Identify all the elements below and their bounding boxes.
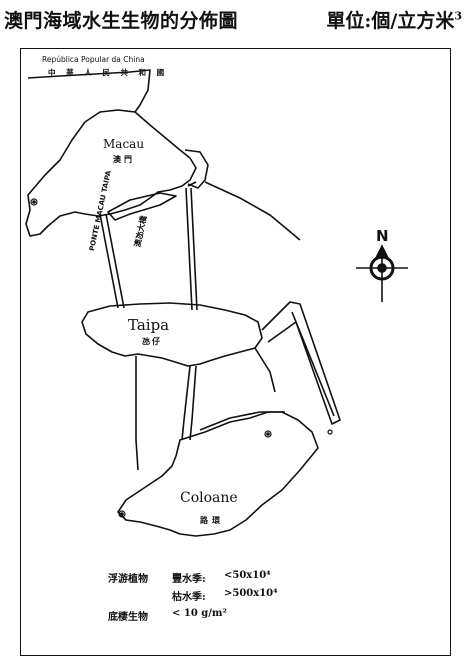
runway-inner	[291, 311, 335, 417]
taipa-label-cn: 氹仔	[142, 336, 162, 346]
coloane-label-cn: 路環	[200, 515, 224, 525]
bridge-east-2	[190, 187, 198, 311]
compass-icon	[356, 244, 408, 302]
macau-north-extension	[187, 181, 197, 187]
islet-east	[327, 429, 333, 435]
legend-wet-season: 豐水季:	[172, 574, 206, 585]
causeway-west	[135, 356, 139, 471]
unit-label: 單位:個/立方米3	[326, 9, 462, 32]
coloane-north-coast	[199, 411, 285, 431]
causeway-east	[181, 365, 191, 441]
map-frame	[20, 48, 451, 656]
macau-label-cn: 澳門	[113, 154, 135, 164]
legend-dry-season: 枯水季:	[172, 592, 206, 603]
causeway-east-2	[189, 365, 197, 441]
legend-phytoplankton: 浮游植物	[108, 574, 148, 585]
marker-macau	[30, 198, 38, 206]
marker-coloane-north	[264, 430, 272, 438]
map-title: 澳門海域水生生物的分佈圖	[4, 10, 239, 32]
airport-runway	[261, 301, 341, 425]
macau-reclaim	[184, 149, 209, 189]
macau-label: Macau	[103, 137, 145, 151]
taipa-link	[254, 347, 276, 393]
bridge-east	[185, 187, 193, 311]
legend-wet-value: <50x10⁴	[224, 570, 271, 581]
legend-benthos: 底棲生物	[108, 612, 148, 623]
macau-pier	[107, 192, 177, 221]
mainland-coast	[27, 69, 151, 113]
coloane-label: Coloane	[180, 490, 238, 506]
taipa-outline	[81, 302, 263, 367]
bridge-west-2	[105, 213, 125, 309]
country-label-cn: 中 華 人 民 共 和 國	[48, 68, 169, 77]
marker-coloane-west	[118, 510, 126, 518]
outer-harbour-line	[204, 181, 301, 241]
country-label-en: República Popular da China	[42, 55, 145, 64]
north-label: N	[376, 227, 389, 245]
bridge-west	[99, 213, 119, 309]
taipa-label: Taipa	[128, 316, 170, 334]
macau-outline	[25, 109, 197, 237]
legend-benthos-value: < 10 g/m²	[172, 608, 227, 619]
legend-dry-value: >500x10⁴	[224, 588, 278, 599]
